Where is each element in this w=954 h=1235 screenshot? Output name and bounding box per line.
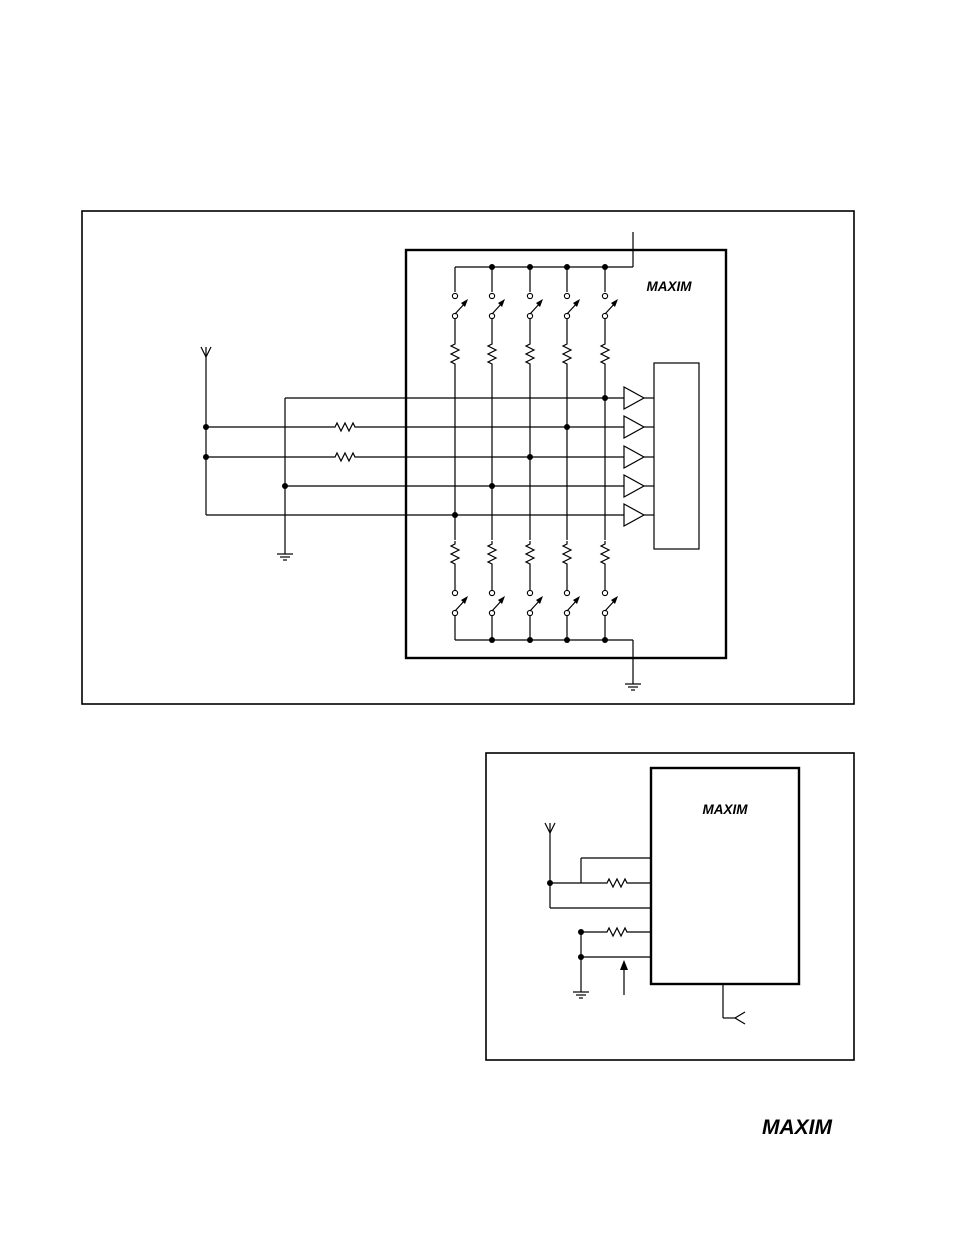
figure-2-input-network (545, 823, 651, 998)
resistor-symbol (526, 541, 534, 566)
resistor-symbol (451, 341, 459, 366)
switch-symbol (527, 293, 543, 318)
switch-symbol (564, 590, 580, 615)
comparator-symbol (624, 416, 644, 438)
comparator-symbol (624, 475, 644, 497)
ground-symbol (573, 986, 589, 998)
switch-symbol (564, 293, 580, 318)
figure-1-bottom-switch-bank (451, 541, 618, 640)
comparator-symbol (624, 504, 644, 526)
comparator-symbol (624, 387, 644, 409)
figure-2-output (723, 984, 745, 1024)
switch-symbol (602, 293, 618, 318)
antenna-symbol (545, 823, 555, 833)
figure-1-input-network (201, 347, 293, 560)
resistor-symbol (331, 423, 357, 431)
resistor-symbol (603, 879, 629, 887)
resistor-symbol (488, 541, 496, 566)
resistor-symbol (331, 453, 357, 461)
figure-1-signal-lines (206, 395, 624, 518)
maxim-footer-logo: MAXIM (762, 1116, 833, 1139)
resistor-symbol (451, 541, 459, 566)
resistor-symbol (601, 541, 609, 566)
figure-1-top-rail (455, 232, 633, 292)
switch-symbol (602, 590, 618, 615)
figure-2: MAXIM (486, 753, 854, 1060)
comparator-symbol (624, 446, 644, 468)
resistor-symbol (526, 341, 534, 366)
figure-1-top-switch-bank (451, 293, 618, 540)
switch-symbol (452, 293, 468, 318)
figure-1-bottom-rail (455, 637, 641, 690)
figure-1: MAXIM (82, 211, 854, 704)
resistor-symbol (603, 928, 629, 936)
switch-symbol (452, 590, 468, 615)
switch-symbol (489, 293, 505, 318)
resistor-symbol (563, 341, 571, 366)
switch-symbol (489, 590, 505, 615)
encoder-block (654, 363, 699, 549)
switch-symbol (527, 590, 543, 615)
figure-2-chip (651, 768, 799, 984)
maxim-logo: MAXIM (647, 279, 693, 294)
maxim-logo: MAXIM (703, 802, 749, 817)
figure-1-chip (406, 250, 726, 658)
ground-symbol (277, 548, 293, 560)
figure-1-comparator-bank (624, 363, 699, 549)
resistor-symbol (488, 341, 496, 366)
resistor-symbol (601, 341, 609, 366)
antenna-symbol (201, 347, 211, 357)
resistor-symbol (563, 541, 571, 566)
ground-symbol (625, 678, 641, 690)
